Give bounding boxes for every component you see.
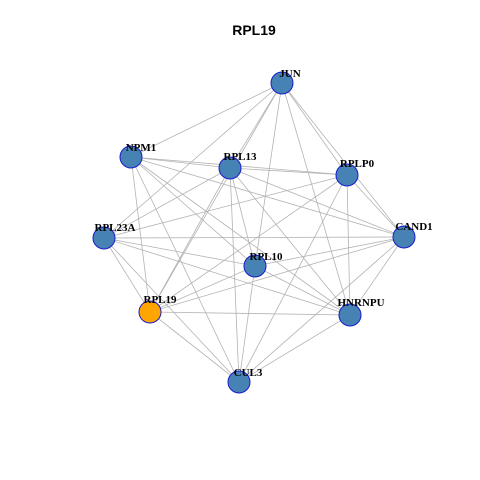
- edge-rpl13-rpl19: [149, 167, 231, 313]
- edge-rpl23a-cul3: [103, 237, 240, 383]
- edges-layer: [103, 82, 405, 383]
- node-rpl23a[interactable]: [92, 226, 116, 250]
- edge-jun-cand1: [281, 82, 405, 238]
- node-rplp0[interactable]: [335, 163, 359, 187]
- node-cand1[interactable]: [392, 225, 416, 249]
- node-rpl19[interactable]: [138, 300, 162, 324]
- edge-rpl10-cul3: [238, 265, 256, 383]
- edge-npm1-cul3: [130, 156, 240, 383]
- edge-hnrnpu-cul3: [238, 314, 351, 383]
- edge-rplp0-cul3: [238, 174, 348, 383]
- edge-npm1-rpl10: [130, 156, 256, 267]
- node-npm1[interactable]: [119, 145, 143, 169]
- edge-jun-npm1: [130, 82, 283, 158]
- edge-npm1-hnrnpu: [130, 156, 351, 316]
- edge-rpl23a-cand1: [103, 236, 405, 239]
- edge-rpl13-rplp0: [229, 167, 348, 176]
- node-hnrnpu[interactable]: [338, 303, 362, 327]
- node-label-rpl23a: RPL23A: [95, 222, 136, 234]
- edge-cand1-cul3: [238, 236, 405, 383]
- node-label-hnrnpu: HNRNPU: [337, 297, 384, 309]
- edge-cand1-hnrnpu: [349, 236, 405, 316]
- node-label-cand1: CAND1: [395, 221, 432, 233]
- edge-jun-rpl10: [254, 82, 283, 267]
- edge-cand1-rpl10: [254, 236, 405, 267]
- node-label-rplp0: RPLP0: [340, 158, 375, 170]
- graph-title: RPL19: [232, 22, 276, 38]
- edge-rpl23a-hnrnpu: [103, 237, 351, 316]
- node-label-rpl13: RPL13: [224, 151, 258, 163]
- edge-rpl10-rpl19: [149, 265, 256, 313]
- node-rpl10[interactable]: [243, 254, 267, 278]
- edge-rpl13-hnrnpu: [229, 167, 351, 316]
- edge-jun-rpl13: [229, 82, 283, 169]
- node-label-rpl10: RPL10: [250, 251, 284, 263]
- edge-rplp0-cand1: [346, 174, 405, 238]
- edge-rplp0-hnrnpu: [346, 174, 351, 316]
- edge-rpl10-hnrnpu: [254, 265, 351, 316]
- edge-npm1-cand1: [130, 156, 405, 238]
- edge-rpl13-rpl23a: [103, 167, 231, 239]
- edge-rplp0-rpl23a: [103, 174, 348, 239]
- edge-cand1-rpl19: [149, 236, 405, 313]
- node-label-npm1: NPM1: [126, 142, 157, 154]
- edge-rpl19-cul3: [149, 311, 240, 383]
- edge-npm1-rpl13: [130, 156, 231, 169]
- node-jun[interactable]: [270, 71, 294, 95]
- edge-rpl19-hnrnpu: [149, 311, 351, 316]
- node-cul3[interactable]: [227, 370, 251, 394]
- edge-rpl23a-rpl10: [103, 237, 256, 267]
- edge-jun-rplp0: [281, 82, 348, 176]
- node-rpl13[interactable]: [218, 156, 242, 180]
- edge-rpl13-cand1: [229, 167, 405, 238]
- edge-jun-rpl23a: [103, 82, 283, 239]
- edge-npm1-rpl19: [130, 156, 151, 313]
- edge-jun-hnrnpu: [281, 82, 351, 316]
- node-label-rpl19: RPL19: [144, 294, 178, 306]
- edge-rplp0-rpl19: [149, 174, 348, 313]
- node-label-jun: JUN: [279, 68, 300, 80]
- edge-jun-rpl19: [149, 82, 283, 313]
- nodes-layer: [92, 71, 416, 394]
- edge-rpl13-rpl10: [229, 167, 256, 267]
- edge-rpl23a-rpl19: [103, 237, 151, 313]
- node-label-cul3: CUL3: [234, 367, 263, 379]
